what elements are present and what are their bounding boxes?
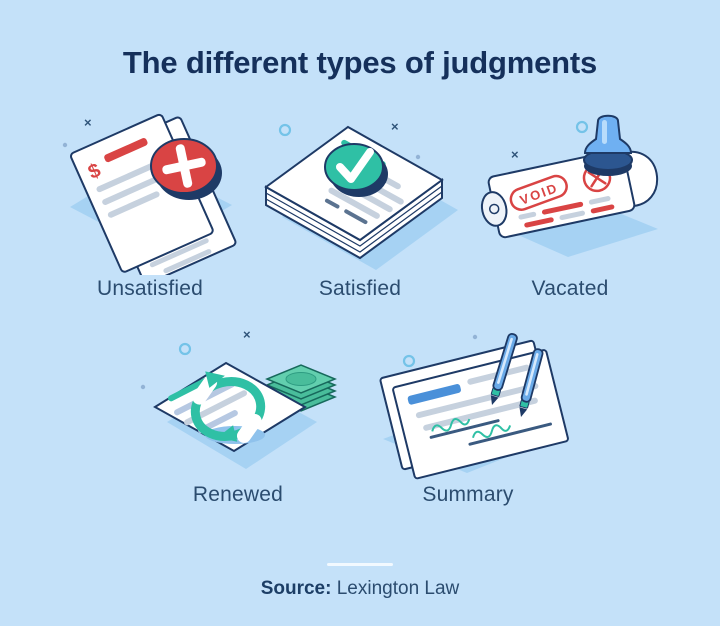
ring-decoration <box>575 120 589 134</box>
dollar-document: $ <box>70 113 237 275</box>
dot-decoration <box>472 334 478 340</box>
page-title: The different types of judgments <box>122 45 598 80</box>
dot-decoration <box>62 142 68 148</box>
dot-decoration <box>140 384 146 390</box>
ring-decoration <box>402 354 416 368</box>
judgment-item-summary: × <box>363 321 573 509</box>
unsatisfied-document-plus-medal-icon: × $ <box>62 113 237 275</box>
x-decoration: × <box>511 147 519 162</box>
source-label: Source: <box>260 578 332 599</box>
source-line: Source: Lexington Law <box>0 578 720 600</box>
judgment-item-renewed: × <box>133 321 343 509</box>
item-label-unsatisfied: Unsatisfied <box>96 277 204 300</box>
source-value: Lexington Law <box>336 578 460 599</box>
row-2: × <box>0 321 720 509</box>
renewed-document-refresh-money-icon: × <box>140 327 337 469</box>
ring-decoration <box>178 342 192 356</box>
item-label-satisfied: Satisfied <box>318 277 402 300</box>
item-label-summary: Summary <box>422 483 514 506</box>
refresh-arrows <box>190 371 266 444</box>
money-stack <box>265 364 337 412</box>
item-label-vacated: Vacated <box>531 277 609 300</box>
plus-medal <box>150 138 222 200</box>
satisfied-paper-stack-check-icon: × <box>264 119 458 270</box>
ground-shadow <box>500 201 658 257</box>
pen-icon <box>519 348 544 417</box>
pen-icon <box>490 333 518 405</box>
summary-documents-pens-icon: × <box>379 333 569 480</box>
x-decoration: × <box>84 115 92 130</box>
judgment-item-satisfied: × <box>260 105 460 303</box>
x-decoration: × <box>391 119 399 134</box>
signed-documents <box>379 339 569 480</box>
check-coin <box>324 143 388 197</box>
judgment-item-unsatisfied: × $ <box>50 105 250 303</box>
row-1: × $ <box>0 105 720 303</box>
vacated-void-scroll-stamp-icon: × VOID <box>480 114 658 257</box>
ring-decoration <box>278 123 292 137</box>
judgment-item-vacated: × VOID <box>470 105 670 303</box>
dot-decoration <box>415 154 421 160</box>
x-decoration: × <box>243 327 251 342</box>
rubber-stamp <box>583 114 633 176</box>
item-label-renewed: Renewed <box>192 483 284 506</box>
divider <box>327 563 393 566</box>
